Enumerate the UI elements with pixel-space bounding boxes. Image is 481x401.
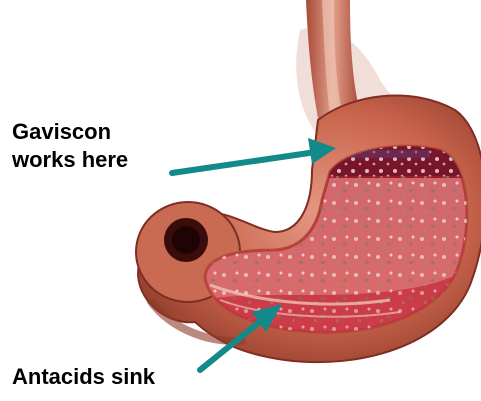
gaviscon-label-line1: Gaviscon <box>12 118 128 146</box>
gaviscon-label: Gaviscon works here <box>12 118 128 174</box>
antacids-label: Antacids sink <box>12 363 155 391</box>
gaviscon-label-line2: works here <box>12 146 128 174</box>
